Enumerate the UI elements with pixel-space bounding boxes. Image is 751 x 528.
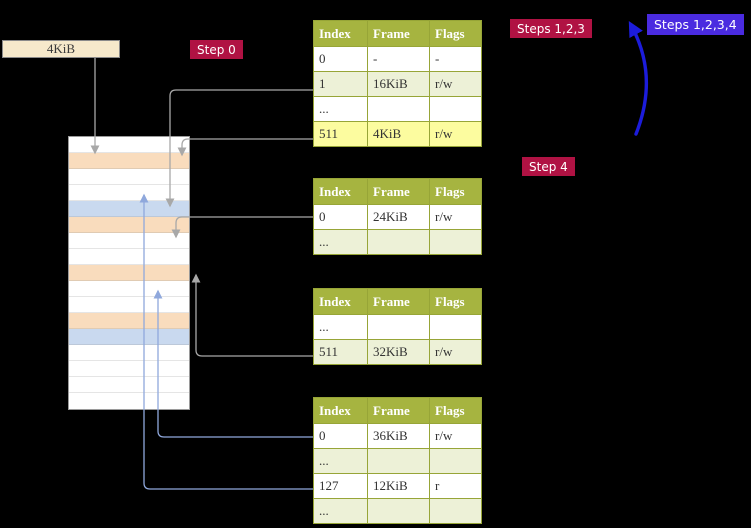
memory-frame-row <box>69 297 189 313</box>
steps-1-2-3-badge: Steps 1,2,3 <box>510 19 592 38</box>
table-cell: r/w <box>429 71 482 97</box>
arrow-t1-entry1-to-frame-16kib <box>165 89 313 208</box>
table-cell <box>429 314 482 340</box>
arrow-t3-entry511-to-frame-32kib <box>191 273 313 357</box>
memory-frame-row <box>69 185 189 201</box>
table-cell <box>367 96 430 122</box>
step4-badge: Step 4 <box>522 157 575 176</box>
table-cell: 0 <box>313 204 368 230</box>
memory-frame-row <box>69 137 189 153</box>
column-header: Index <box>313 397 368 424</box>
table-cell: r/w <box>429 204 482 230</box>
column-header: Frame <box>367 20 430 47</box>
table-cell: 0 <box>313 423 368 449</box>
table-cell: ... <box>313 498 368 524</box>
table-cell <box>429 498 482 524</box>
memory-column <box>68 136 190 410</box>
table-row: ... <box>313 229 482 255</box>
memory-frame-row <box>69 169 189 185</box>
table-cell: 36KiB <box>367 423 430 449</box>
memory-frame-row <box>69 345 189 361</box>
frame-size-box: 4KiB <box>2 40 120 58</box>
table-cell <box>367 229 430 255</box>
steps-1-2-3-4-badge: Steps 1,2,3,4 <box>647 14 744 35</box>
memory-frame-row <box>69 249 189 265</box>
table-cell: ... <box>313 96 368 122</box>
table-cell: ... <box>313 229 368 255</box>
frame-size-label: 4KiB <box>46 41 76 56</box>
table-row: ... <box>313 448 482 474</box>
table-cell: - <box>429 46 482 72</box>
table-row: ... <box>313 314 482 340</box>
table-cell <box>367 448 430 474</box>
table-cell: r/w <box>429 339 482 365</box>
table-cell: r/w <box>429 121 482 147</box>
table-cell: 12KiB <box>367 473 430 499</box>
table-cell: 16KiB <box>367 71 430 97</box>
table-cell <box>367 314 430 340</box>
table-cell: r/w <box>429 423 482 449</box>
column-header: Frame <box>367 397 430 424</box>
column-header: Flags <box>429 20 482 47</box>
memory-frame-row <box>69 217 189 233</box>
table-cell: 4KiB <box>367 121 430 147</box>
table-cell <box>367 498 430 524</box>
memory-frame-row <box>69 329 189 345</box>
table-row: ... <box>313 498 482 524</box>
table-cell: 24KiB <box>367 204 430 230</box>
column-header: Frame <box>367 178 430 205</box>
memory-frame-row <box>69 393 189 409</box>
table-cell: ... <box>313 314 368 340</box>
table-row: ... <box>313 96 482 122</box>
arrow-t2-entry0-to-frame-24kib <box>171 216 313 239</box>
memory-frame-row <box>69 361 189 377</box>
table-cell <box>429 96 482 122</box>
column-header: Index <box>313 178 368 205</box>
table-cell: 1 <box>313 71 368 97</box>
arrow-t1-entry511-to-frame-4kib <box>177 138 313 157</box>
table-cell: 0 <box>313 46 368 72</box>
memory-frame-row <box>69 153 189 169</box>
table-row: 0-- <box>313 46 482 72</box>
memory-frame-row <box>69 201 189 217</box>
memory-frame-row <box>69 233 189 249</box>
table-cell <box>429 448 482 474</box>
column-header: Flags <box>429 288 482 315</box>
column-header: Index <box>313 288 368 315</box>
step0-badge: Step 0 <box>190 40 243 59</box>
column-header: Frame <box>367 288 430 315</box>
memory-frame-row <box>69 313 189 329</box>
table-cell: r <box>429 473 482 499</box>
table-cell: 127 <box>313 473 368 499</box>
table-cell: 32KiB <box>367 339 430 365</box>
column-header: Flags <box>429 397 482 424</box>
column-header: Index <box>313 20 368 47</box>
table-cell: 511 <box>313 121 368 147</box>
memory-frame-row <box>69 377 189 393</box>
table-cell: 511 <box>313 339 368 365</box>
table-cell: ... <box>313 448 368 474</box>
memory-frame-row <box>69 281 189 297</box>
column-header: Flags <box>429 178 482 205</box>
big-blue-curved-arrow <box>628 20 649 136</box>
memory-frame-row <box>69 265 189 281</box>
table-cell: - <box>367 46 430 72</box>
table-cell <box>429 229 482 255</box>
